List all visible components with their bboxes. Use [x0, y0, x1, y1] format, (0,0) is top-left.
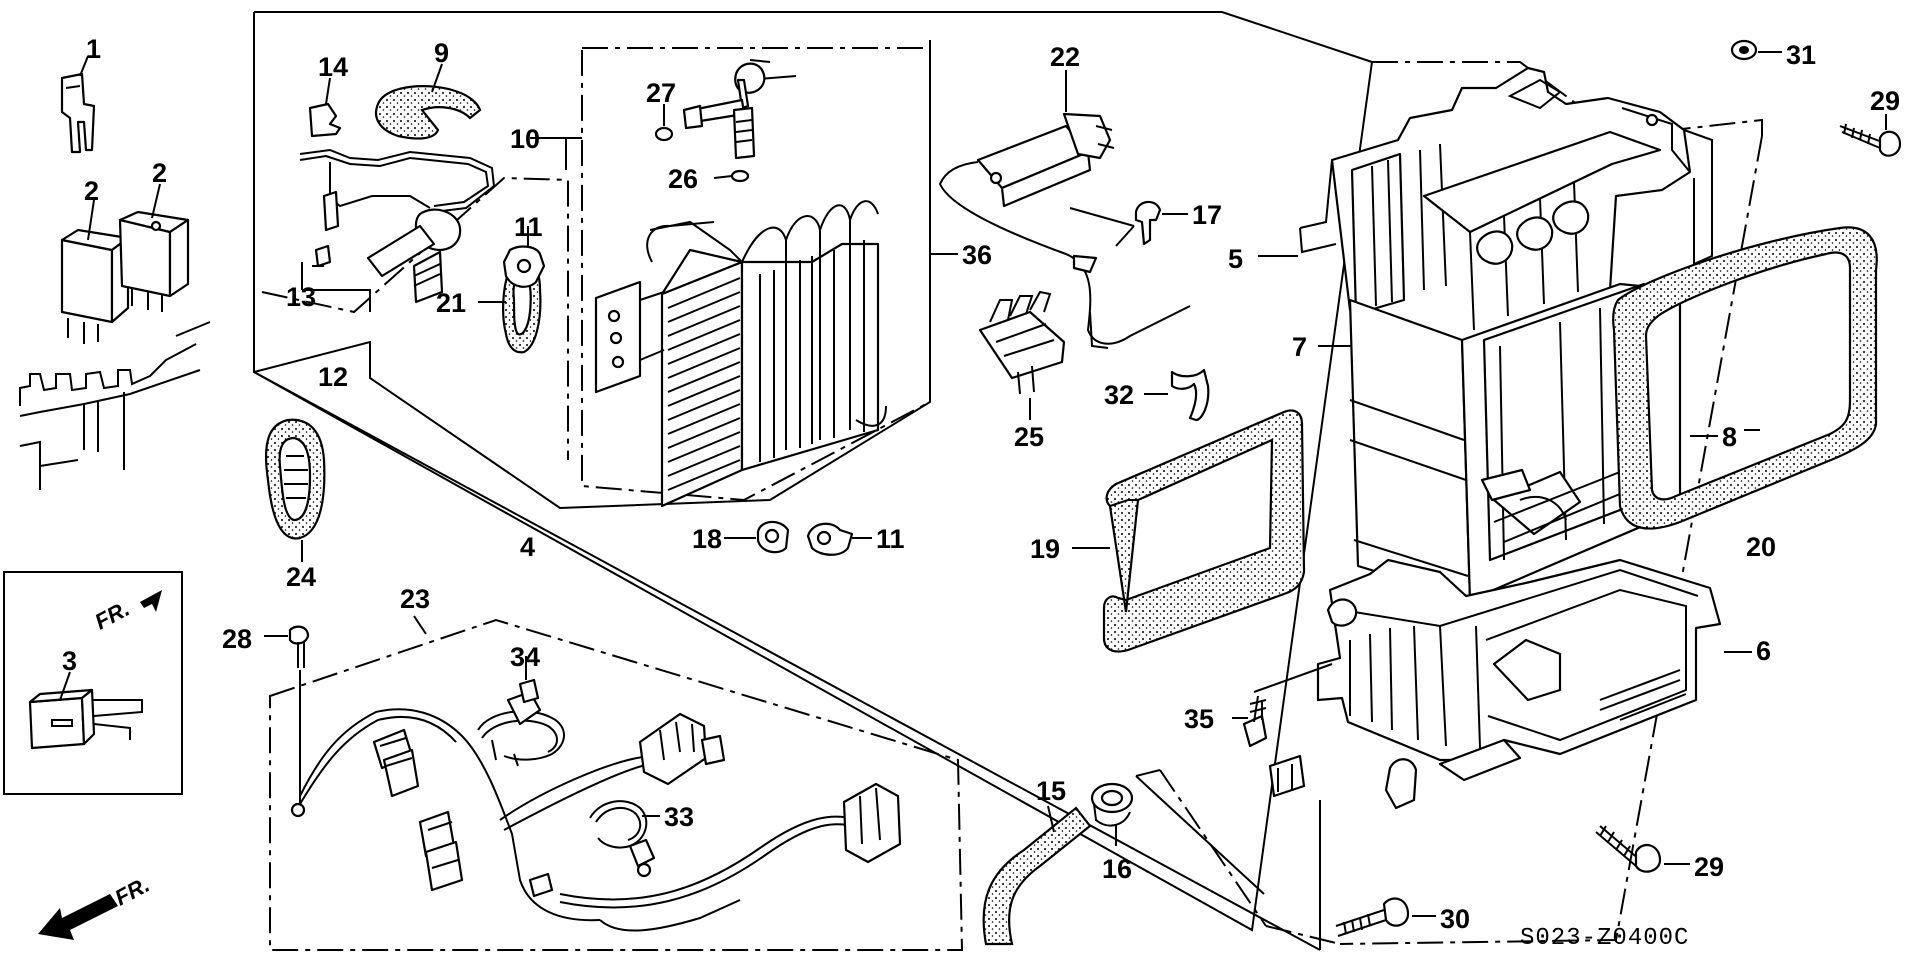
callout-29-lower[interactable]: 29: [1694, 852, 1724, 882]
callout-19[interactable]: 19: [1030, 534, 1060, 564]
fr-arrow-icon: FR.: [91, 590, 162, 634]
relay-box-bracket: [19, 321, 211, 490]
callout-35[interactable]: 35: [1184, 704, 1214, 734]
callout-34[interactable]: 34: [510, 642, 540, 672]
fr-arrow-bottom-icon: FR.: [38, 872, 154, 940]
seal-19-part[interactable]: [1102, 409, 1306, 653]
callout-2-right[interactable]: 2: [152, 158, 167, 188]
ground-bolt-28-part[interactable]: [288, 625, 310, 668]
thermostat-22-part[interactable]: [938, 112, 1191, 349]
callout-20[interactable]: 20: [1746, 532, 1776, 562]
expansion-valve-dashed-box: [261, 176, 569, 460]
callout-17[interactable]: 17: [1192, 200, 1222, 230]
holder-25-part[interactable]: [978, 290, 1066, 395]
lower-case-6-part[interactable]: [1268, 558, 1722, 810]
clamp-34-part[interactable]: [477, 678, 565, 767]
callout-2-left[interactable]: 2: [84, 176, 99, 206]
callout-18[interactable]: 18: [692, 524, 722, 554]
connector-harness-part[interactable]: [638, 712, 902, 864]
evaporator-sub-boundary: [253, 40, 931, 510]
callout-9[interactable]: 9: [434, 38, 449, 68]
evaporator-core-dashed-box: [581, 47, 931, 502]
clamp-32-part[interactable]: [1170, 368, 1210, 422]
callout-16[interactable]: 16: [1102, 854, 1132, 884]
grommet-16-part[interactable]: [1090, 782, 1134, 827]
relay-part-a[interactable]: [60, 228, 130, 344]
callout-25[interactable]: 25: [1014, 422, 1044, 452]
callout-labels: 1 2 2 3 4 5 6 7 8 9 10 11 11 12 13 14 15…: [62, 34, 1900, 934]
o-ring-27-part[interactable]: [654, 126, 674, 142]
upper-case-5-part[interactable]: [1299, 66, 1713, 344]
callout-5[interactable]: 5: [1228, 244, 1243, 274]
svg-text:FR.: FR.: [91, 596, 134, 635]
grommet-31-part[interactable]: [1730, 39, 1758, 61]
o-ring-13-part[interactable]: [314, 244, 332, 268]
callout-10[interactable]: 10: [510, 124, 540, 154]
clip-18-part[interactable]: [756, 520, 790, 554]
callout-31[interactable]: 31: [1786, 40, 1816, 70]
diagram-code: S023-Z0400C: [1520, 925, 1689, 952]
drain-hose-15-part[interactable]: [982, 806, 1092, 946]
wire-harness-23-part[interactable]: [290, 708, 873, 932]
screw-30-part[interactable]: [1335, 897, 1410, 937]
seal-24-part[interactable]: [264, 418, 326, 540]
callout-12-bracket: [302, 289, 371, 312]
callout-3[interactable]: 3: [62, 646, 77, 676]
callout-36[interactable]: 36: [962, 240, 992, 270]
seal-8-part[interactable]: [1612, 226, 1878, 530]
screw-29-upper-part[interactable]: [1839, 123, 1902, 157]
clip-11-upper-part[interactable]: [502, 245, 546, 288]
callout-23[interactable]: 23: [400, 584, 430, 614]
o-ring-26-part[interactable]: [730, 169, 750, 183]
callout-6[interactable]: 6: [1756, 636, 1771, 666]
clip-11-lower-part[interactable]: [806, 522, 854, 556]
callout-13[interactable]: 13: [286, 282, 316, 312]
insulator-9-part[interactable]: [374, 85, 482, 140]
callout-24[interactable]: 24: [286, 562, 316, 592]
evaporator-group-boundary: [253, 11, 1373, 932]
screw-29-lower-part[interactable]: [1595, 825, 1662, 873]
callout-33[interactable]: 33: [664, 802, 694, 832]
clip-14-part[interactable]: [308, 102, 342, 138]
callout-8[interactable]: 8: [1722, 422, 1737, 452]
callout-27[interactable]: 27: [646, 78, 676, 108]
harness-dashed-box: [269, 618, 964, 951]
callout-29-upper[interactable]: 29: [1870, 86, 1900, 116]
callout-1[interactable]: 1: [86, 34, 101, 64]
callout-7[interactable]: 7: [1292, 332, 1307, 362]
inset-box: [3, 571, 183, 795]
fuse-part[interactable]: [60, 72, 96, 154]
callout-22[interactable]: 22: [1050, 42, 1080, 72]
callout-26[interactable]: 26: [668, 164, 698, 194]
expansion-valve-part[interactable]: [299, 148, 496, 304]
clip-17-part[interactable]: [1134, 200, 1162, 246]
expansion-valve-core-part[interactable]: [682, 59, 797, 160]
screw-35-part[interactable]: [1242, 695, 1268, 748]
relay-part-b[interactable]: [118, 210, 190, 312]
group-lower-edge: [253, 371, 1321, 951]
clamp-33-part[interactable]: [589, 800, 656, 878]
callout-28[interactable]: 28: [222, 624, 252, 654]
callout-12[interactable]: 12: [318, 362, 348, 392]
callout-21[interactable]: 21: [436, 288, 466, 318]
callout-30[interactable]: 30: [1440, 904, 1470, 934]
callout-15[interactable]: 15: [1036, 776, 1066, 806]
evaporator-core-part[interactable]: [594, 200, 887, 508]
callout-11-upper[interactable]: 11: [514, 212, 543, 242]
switch-part[interactable]: [28, 688, 143, 750]
callout-32[interactable]: 32: [1104, 380, 1134, 410]
callout-4[interactable]: 4: [520, 532, 535, 562]
callout-11-lower[interactable]: 11: [876, 524, 905, 554]
callout-14[interactable]: 14: [318, 52, 348, 82]
